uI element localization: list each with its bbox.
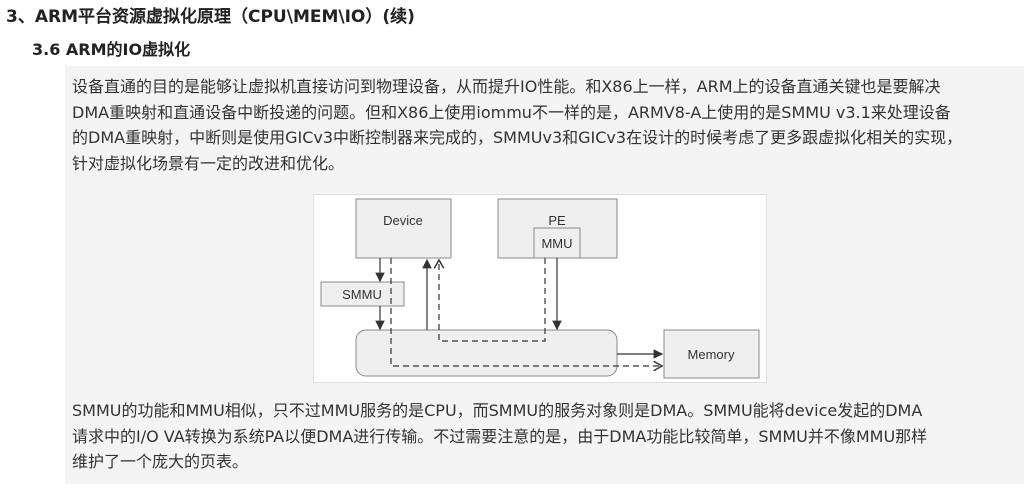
arrows [375, 258, 664, 366]
svg-text:MMU: MMU [541, 236, 572, 251]
interconnect-bus [355, 329, 618, 377]
paragraph-line: 设备直通的目的是能够让虚拟机直接访问到物理设备，从而提升IO性能。和X86上一样… [72, 77, 941, 96]
paragraph-line: 维护了一个庞大的页表。 [72, 452, 249, 471]
paragraph-smmu: SMMU的功能和MMU相似，只不过MMU服务的是CPU，而SMMU的服务对象则是… [72, 398, 1022, 475]
paragraph-line: DMA重映射和直通设备中断投递的问题。但和X86上使用iommu不一样的是，AR… [72, 102, 951, 122]
memory-box: Memory [663, 329, 760, 379]
svg-text:Device: Device [383, 213, 423, 228]
paragraph-intro: 设备直通的目的是能够让虚拟机直接访问到物理设备，从而提升IO性能。和X86上一样… [72, 74, 1022, 176]
smmu-box: SMMU [320, 281, 405, 307]
svg-text:PE: PE [548, 213, 566, 228]
subsection-heading: 3.6 ARM的IO虚拟化 [32, 40, 191, 59]
section-heading: 3、ARM平台资源虚拟化原理（CPU\MEM\IO）(续) [6, 7, 415, 27]
paragraph-line: 的DMA重映射，中断则是使用GICv3中断控制器来完成的，SMMUv3和GICv… [72, 128, 963, 147]
svg-text:SMMU: SMMU [342, 287, 382, 302]
paragraph-line: 针对虚拟化场景有一定的改进和优化。 [72, 153, 345, 173]
paragraph-line: 请求中的I/O VA转换为系统PA以便DMA进行传输。不过需要注意的是，由于DM… [72, 426, 928, 446]
paragraph-line: SMMU的功能和MMU相似，只不过MMU服务的是CPU，而SMMU的服务对象则是… [72, 401, 923, 420]
device-box: Device [355, 198, 452, 259]
pe-box: PE MMU [497, 198, 618, 259]
smmu-diagram: Device PE MMU SMMU Memory [313, 194, 767, 383]
svg-text:Memory: Memory [688, 347, 735, 362]
